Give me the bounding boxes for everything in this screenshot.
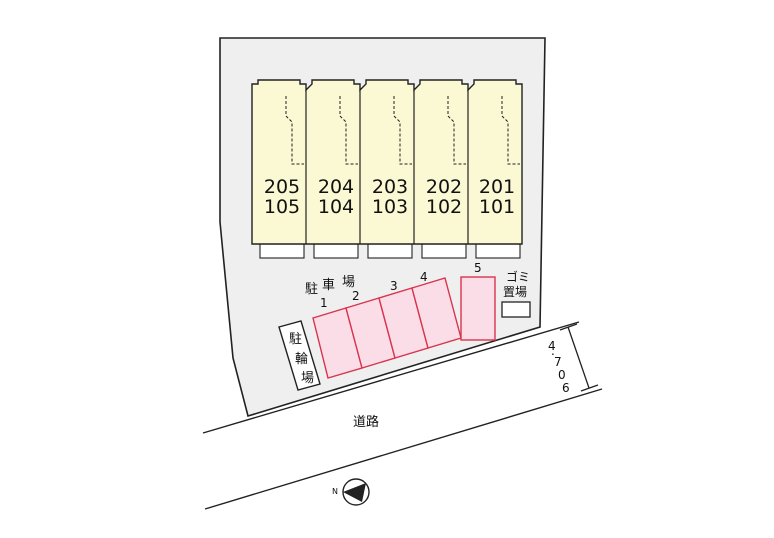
garbage-area: ゴミ 置場 [501,269,531,318]
north-label: N [332,487,338,496]
parking-label-char: 場 [342,275,355,290]
apartment-building: 205 105 204 104 203 103 202 102 201 101 [251,79,523,259]
parking-space-number: 2 [352,289,360,303]
bicycle-parking-box [278,320,321,391]
unit-bottom-label: 104 [318,196,354,218]
road-width-char: 4 [548,339,556,353]
parking-space-number: 5 [474,261,482,275]
road-width-char: . [551,344,555,358]
parking-label-char: 駐 [305,282,318,297]
porch-step [421,243,467,259]
unit-top-label: 202 [426,176,462,198]
dimension-tick [559,323,578,331]
bicycle-parking-label-char: 場 [301,371,314,386]
unit-top-label: 204 [318,176,354,198]
parking-space-number: 3 [390,279,398,293]
parking-label: 駐 車 場 [305,275,355,297]
porch-step [367,243,413,259]
road-width-char: 6 [562,381,570,395]
porch-step [475,243,521,259]
garbage-label: 置場 [503,285,527,299]
unit-labels: 205 105 204 104 203 103 202 102 201 101 [264,176,515,218]
building-steps [259,243,521,259]
north-arrow-icon: N [332,478,370,506]
porch-step [313,243,359,259]
north-arrow-pointer [343,483,366,502]
bicycle-parking: 駐 輪 場 [278,320,321,391]
road: 道路 [202,321,603,510]
parking-space-number: 4 [420,270,428,284]
parking-space-number: 1 [320,296,328,310]
road-width-char: 7 [554,355,562,369]
unit-bottom-label: 103 [372,196,408,218]
road-label: 道路 [353,414,379,430]
unit-bottom-label: 102 [426,196,462,218]
parking-space-numbers: 1 2 3 4 5 [320,261,482,310]
road-width-dimension: 4 . 7 0 6 [548,323,599,395]
garbage-box [501,301,531,318]
bicycle-parking-label-char: 輪 [295,351,308,367]
bicycle-parking-label-char: 駐 [289,332,302,347]
unit-bottom-label: 101 [479,196,515,218]
dimension-line [567,326,590,389]
road-edge-lower [204,388,603,510]
parking-space [460,276,496,341]
garbage-label: ゴミ [506,269,530,284]
parking-spaces [312,276,496,379]
unit-bottom-label: 105 [264,196,300,218]
parking-label-char: 車 [322,278,335,293]
dimension-tick [580,384,599,392]
unit-dividers [305,90,469,244]
road-edge-upper [202,321,580,434]
unit-top-label: 201 [479,176,515,198]
unit-top-label: 205 [264,176,300,198]
unit-top-label: 203 [372,176,408,198]
road-width-char: 0 [558,368,566,382]
porch-step [259,243,305,259]
building-outline [251,79,523,245]
